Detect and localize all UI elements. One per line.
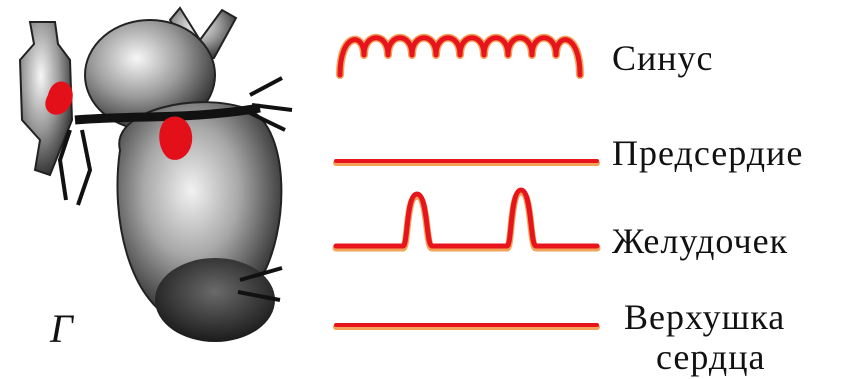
trace-ventricle [336, 192, 597, 248]
label-apex-line2: сердца [656, 336, 765, 378]
label-sinus: Синус [612, 37, 714, 79]
label-apex-line1: Верхушка [624, 296, 785, 338]
label-atrium: Предсердие [612, 132, 803, 174]
label-ventricle: Желудочек [612, 220, 788, 262]
